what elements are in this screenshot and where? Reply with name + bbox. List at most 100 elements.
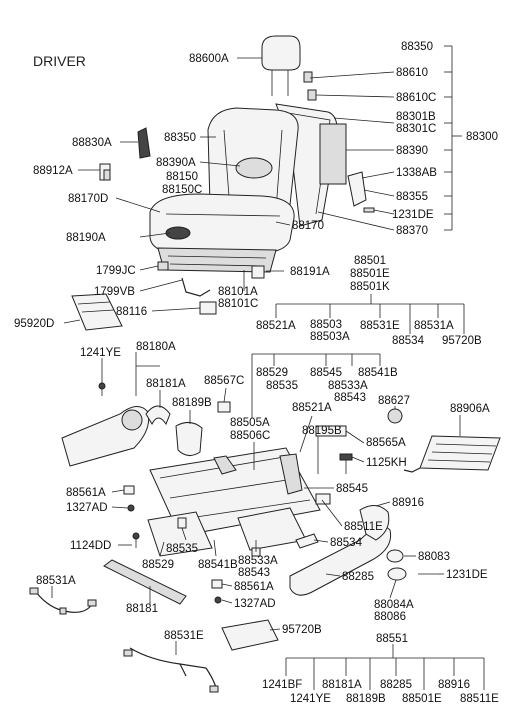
label-88533A-mid: 88533A [238,555,278,567]
label-88084A: 88084A [374,599,414,611]
label-88906A: 88906A [450,403,490,415]
label-88551: 88551 [376,633,408,645]
label-88189B-bottom: 88189B [346,693,386,705]
label-1327AD-lower: 1327AD [234,598,276,610]
label-88511E-mid: 88511E [344,521,383,533]
label-88370: 88370 [396,225,428,237]
label-1231DE-mid: 1231DE [446,569,488,581]
seat-cushion-drawing [149,193,295,255]
label-88501K: 88501K [350,281,390,293]
label-88501E-bottom: 88501E [402,693,442,705]
label-88561A-lower: 88561A [234,581,274,593]
diagram-title: DRIVER [33,53,86,69]
label-88180A: 88180A [136,341,176,353]
label-88565A: 88565A [366,437,406,449]
label-88195B: 88195B [302,425,342,437]
label-1124DD: 1124DD [70,540,111,552]
heater-mat-drawing [403,435,501,473]
label-1125KH: 1125KH [366,457,407,469]
switch-drawing [251,265,265,279]
label-88150: 88150 [166,171,198,183]
label-88534-top: 88534 [392,335,425,347]
label-88181A-left: 88181A [146,378,186,390]
label-88521A-mid: 88521A [292,402,332,414]
label-88086: 88086 [374,611,406,623]
label-88301B: 88301B [396,111,436,123]
label-88350-top: 88350 [401,41,433,53]
label-88535-top: 88535 [266,380,298,392]
cover-88189B-drawing [175,422,203,456]
label-88101C: 88101C [218,298,258,310]
label-88301C: 88301C [396,123,436,135]
part-88535-drawing [177,517,187,529]
label-88181A-bottom: 88181A [322,679,362,691]
label-95920D: 95920D [14,318,54,330]
label-88627: 88627 [378,395,410,407]
label-88505A: 88505A [230,417,270,429]
label-88150C: 88150C [162,184,202,196]
wire-harness-e-drawing [123,647,219,693]
headrest-guide-drawing [303,71,317,101]
label-88190A: 88190A [66,232,106,244]
label-88543-top: 88543 [334,392,366,404]
lower-fastener-drawing [211,579,223,604]
label-88101A: 88101A [218,286,258,298]
control-box-drawing [71,293,123,331]
label-88830A: 88830A [72,137,112,149]
label-88170D: 88170D [68,193,108,205]
label-88916-bottom: 88916 [438,679,470,691]
side-shield-drawing [61,406,150,467]
label-1338AB: 1338AB [396,167,437,179]
label-88531A-left: 88531A [36,575,76,587]
label-88300: 88300 [466,131,498,143]
label-1241BF: 1241BF [262,679,302,691]
knob-drawing [387,408,403,424]
label-88501: 88501 [354,255,386,267]
label-88501E: 88501E [350,268,390,280]
label-88916-mid: 88916 [392,497,424,509]
seat-track-drawing [147,447,321,557]
label-1241YE-bottom: 1241YE [290,693,331,705]
wire-harness-a-drawing [29,587,97,615]
label-88116: 88116 [116,306,147,318]
label-88503: 88503 [310,319,342,331]
trim-strip-drawing [103,559,187,605]
label-88506C: 88506C [230,430,270,442]
label-88531A-top: 88531A [414,320,454,332]
label-88511E-bottom: 88511E [460,693,499,705]
label-88390A: 88390A [156,157,196,169]
label-88545-top: 88545 [310,367,342,379]
label-88355: 88355 [396,191,428,203]
label-88285-mid: 88285 [342,571,374,583]
label-88610C: 88610C [396,92,436,104]
headrest-drawing [261,35,301,96]
bracket-drawing [99,163,111,181]
label-88534-mid: 88534 [330,537,363,549]
recliner-lever-drawing [137,127,151,159]
leader-lines [51,45,485,690]
label-88535-mid: 88535 [166,543,198,555]
label-88912A: 88912A [33,165,73,177]
screw-drawing [98,382,106,396]
label-88181: 88181 [126,603,158,615]
connector-drawing [199,301,217,315]
label-88503A: 88503A [310,331,350,343]
part-88567C-drawing [217,401,231,413]
part-88511E-drawing [315,493,331,505]
label-88545-mid: 88545 [336,483,368,495]
label-88189B-mid: 88189B [172,397,212,409]
label-88191A: 88191A [290,266,330,278]
label-88600A: 88600A [189,53,229,65]
label-88390: 88390 [396,145,428,157]
bracket-88355-drawing [347,171,375,213]
label-88541B-top: 88541B [358,367,398,379]
label-1327AD-left: 1327AD [66,502,108,514]
label-88567C: 88567C [204,375,244,387]
label-88285-bottom: 88285 [380,679,412,691]
label-95720B-top: 95720B [442,335,482,347]
bolt-drawing [315,425,353,474]
small-fastener-drawing [123,485,140,548]
label-88521A-top: 88521A [256,320,296,332]
